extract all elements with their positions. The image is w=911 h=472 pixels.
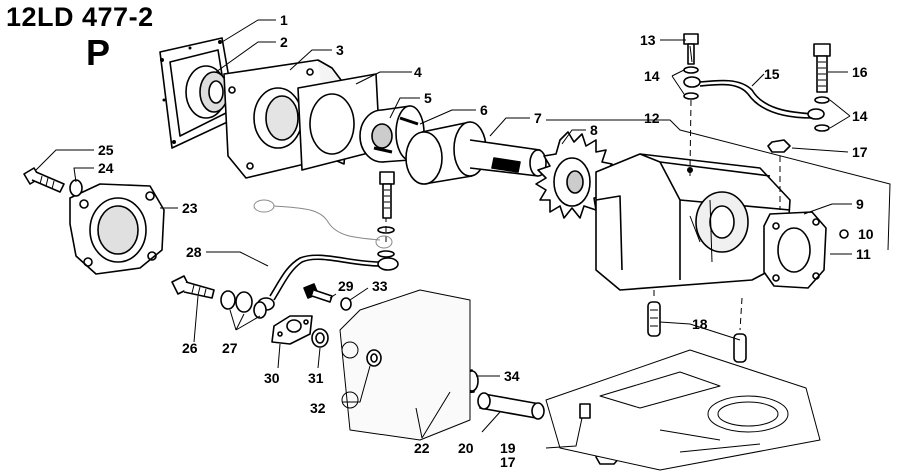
- callout-7: 7: [534, 110, 542, 126]
- callout-31: 31: [308, 370, 324, 386]
- part-15-oil-pipe: [683, 76, 825, 120]
- callout-28: 28: [186, 244, 202, 260]
- part-29-screw: [303, 283, 333, 303]
- callout-26: 26: [182, 340, 198, 356]
- callout-27: 27: [222, 340, 238, 356]
- part-17-nut-top: [767, 139, 791, 153]
- callout-22: 22: [414, 440, 430, 456]
- part-23-flange: [69, 183, 165, 275]
- callout-6: 6: [480, 102, 488, 118]
- part-6-hub: [405, 121, 487, 185]
- callout-17b: 17: [500, 454, 516, 470]
- callout-30: 30: [264, 370, 280, 386]
- base-plate: [545, 349, 821, 471]
- callout-2: 2: [280, 34, 288, 50]
- callout-17a: 17: [852, 144, 868, 160]
- part-25-screw: [23, 167, 65, 193]
- background-pipe: [253, 199, 393, 249]
- callout-25: 25: [98, 142, 114, 158]
- callout-14b: 14: [852, 108, 868, 124]
- callout-24: 24: [98, 160, 114, 176]
- part-31-oring: [311, 328, 329, 348]
- part-bolt-mid: [377, 171, 395, 258]
- callout-29: 29: [338, 278, 354, 294]
- callout-20: 20: [458, 440, 474, 456]
- callout-10: 10: [858, 226, 874, 242]
- callout-4: 4: [414, 64, 422, 80]
- part-20-shaft: [477, 392, 545, 420]
- crankcase-outline: [339, 289, 471, 441]
- callout-12: 12: [644, 110, 660, 126]
- part-33-washer: [340, 297, 352, 311]
- callout-34: 34: [504, 368, 520, 384]
- callout-8: 8: [590, 122, 598, 138]
- callout-3: 3: [336, 42, 344, 58]
- part-11-cover: [763, 211, 827, 289]
- part-10-screw: [839, 229, 849, 239]
- part-19-stud: [579, 403, 591, 419]
- part-13-bolt: [683, 33, 699, 65]
- leader-lines: [35, 19, 852, 449]
- part-30-plate: [271, 315, 313, 345]
- part-28-oil-pipe: [257, 254, 399, 311]
- callout-33: 33: [372, 278, 388, 294]
- callout-9: 9: [856, 196, 864, 212]
- callout-1: 1: [280, 12, 288, 28]
- callout-13: 13: [640, 32, 656, 48]
- callout-14a: 14: [644, 68, 660, 84]
- part-18-dowels: [647, 301, 747, 363]
- callout-5: 5: [424, 90, 432, 106]
- callout-18: 18: [692, 316, 708, 332]
- part-27-washers: [220, 290, 267, 319]
- callout-16: 16: [852, 64, 868, 80]
- part-16-bolt: [813, 43, 831, 93]
- callout-32: 32: [310, 400, 326, 416]
- part-8-gear: [535, 131, 613, 219]
- model-title: 12LD 477-2: [6, 2, 154, 32]
- callout-15: 15: [764, 66, 780, 82]
- section-letter: P: [86, 32, 111, 73]
- part-32-oring: [366, 349, 382, 367]
- callout-23: 23: [182, 200, 198, 216]
- part-24-washer: [69, 179, 83, 197]
- callout-11: 11: [856, 246, 871, 262]
- part-12-reference-line: [546, 119, 891, 251]
- part-26-bolt: [171, 275, 215, 299]
- part-9-housing: [595, 153, 791, 291]
- part-14-washers: [683, 66, 830, 132]
- callout-19: 19: [500, 440, 516, 456]
- part-7-shaft: [469, 139, 547, 177]
